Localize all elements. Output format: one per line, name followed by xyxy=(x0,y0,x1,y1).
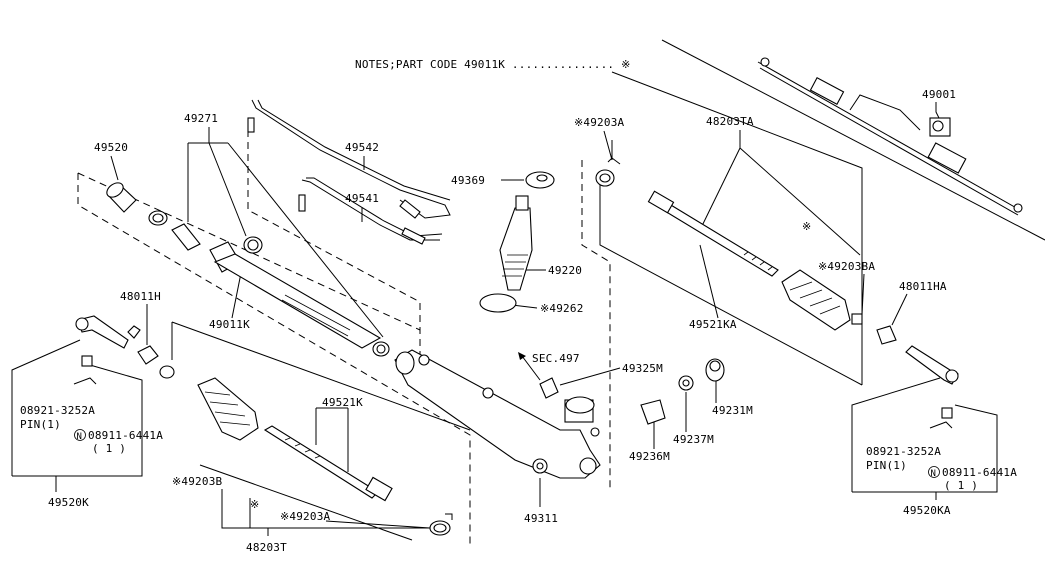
rack-bar-49011K[interactable] xyxy=(213,253,390,357)
leader-lines xyxy=(11,102,998,536)
sleeve-49520-small[interactable] xyxy=(127,325,141,339)
clamp-49203B-small[interactable] xyxy=(159,365,175,379)
label-49001[interactable]: 49001 xyxy=(922,88,956,101)
label-48203TA[interactable]: 48203TA xyxy=(706,115,754,128)
label-49369[interactable]: 49369 xyxy=(451,174,485,187)
label-49262[interactable]: ※49262 xyxy=(540,302,584,315)
oring-49262[interactable] xyxy=(479,293,517,313)
label-49231M[interactable]: 49231M xyxy=(712,404,753,417)
label-49325M[interactable]: 49325M xyxy=(622,362,663,375)
gear-housing-49311[interactable] xyxy=(394,349,601,479)
boot-49203BA[interactable] xyxy=(781,269,863,331)
label-pin-left: PIN(1) xyxy=(20,418,61,431)
label-49521KA[interactable]: 49521KA xyxy=(689,318,737,331)
label-48203T[interactable]: 48203T xyxy=(246,541,287,554)
label-49203A-bot[interactable]: ※49203A xyxy=(280,510,331,523)
tie-rod-49521K[interactable] xyxy=(263,425,393,502)
label-49237M[interactable]: 49237M xyxy=(673,433,714,446)
clamp-49203A-top[interactable] xyxy=(595,157,621,187)
label-48011H[interactable]: 48011H xyxy=(120,290,161,303)
fitting-49325M[interactable] xyxy=(518,352,559,399)
arrow-icon xyxy=(518,352,526,360)
tie-rod-end-49520KA[interactable] xyxy=(905,345,959,429)
locknut-48011H[interactable] xyxy=(137,345,159,365)
grommet-49520[interactable] xyxy=(104,180,137,213)
tie-rod-end-49520K[interactable] xyxy=(73,315,129,385)
boot-49203B[interactable] xyxy=(197,377,259,441)
pipe-49542[interactable] xyxy=(247,99,451,219)
pinion-49220[interactable] xyxy=(499,195,533,291)
label-49520[interactable]: 49520 xyxy=(94,141,128,154)
label-49541[interactable]: 49541 xyxy=(345,192,379,205)
nut-symbol-left xyxy=(74,429,86,441)
label-49203BA[interactable]: ※49203BA xyxy=(818,260,875,273)
spring-49237M[interactable] xyxy=(678,375,694,391)
label-08921-right[interactable]: 08921-3252A xyxy=(866,445,941,458)
label-49311[interactable]: 49311 xyxy=(524,512,558,525)
label-08911-right[interactable]: 08911-6441A xyxy=(942,466,1017,479)
star-mark-bot: ※ xyxy=(250,498,259,511)
label-49236M[interactable]: 49236M xyxy=(629,450,670,463)
label-sec-497[interactable]: SEC.497 xyxy=(532,352,580,365)
label-49520KA[interactable]: 49520KA xyxy=(903,504,951,517)
notes-text: NOTES;PART CODE 49011K ............... ※ xyxy=(355,58,631,71)
label-49011K[interactable]: 49011K xyxy=(209,318,250,331)
yoke-49236M[interactable] xyxy=(640,399,666,425)
dashed-boundaries xyxy=(77,39,1045,548)
nut-n-right: N xyxy=(931,469,937,479)
label-49203A-top[interactable]: ※49203A xyxy=(574,116,625,129)
label-49521K[interactable]: 49521K xyxy=(322,396,363,409)
locknut-48011HA[interactable] xyxy=(876,325,897,345)
label-49203B[interactable]: ※49203B xyxy=(172,475,223,488)
nut-n-left: N xyxy=(77,432,83,442)
washer-49369[interactable] xyxy=(525,171,555,189)
label-48011HA[interactable]: 48011HA xyxy=(899,280,947,293)
qty-right: ( 1 ) xyxy=(944,479,978,492)
spring-49231M[interactable] xyxy=(705,358,725,382)
label-49542[interactable]: 49542 xyxy=(345,141,379,154)
rack-assembly-49001[interactable] xyxy=(757,57,1023,216)
label-08921-left[interactable]: 08921-3252A xyxy=(20,404,95,417)
nut-symbol-right xyxy=(928,466,940,478)
pipe-49541[interactable] xyxy=(298,177,443,245)
clamp-49203A-bot[interactable] xyxy=(429,513,453,536)
star-mark-top: ※ xyxy=(802,220,811,233)
label-49520K[interactable]: 49520K xyxy=(48,496,89,509)
label-pin-right: PIN(1) xyxy=(866,459,907,472)
label-49220[interactable]: 49220 xyxy=(548,264,582,277)
tie-rod-49521KA[interactable] xyxy=(647,190,779,277)
label-49271[interactable]: 49271 xyxy=(184,112,218,125)
label-08911-left[interactable]: 08911-6441A xyxy=(88,429,163,442)
qty-left: ( 1 ) xyxy=(92,442,126,455)
